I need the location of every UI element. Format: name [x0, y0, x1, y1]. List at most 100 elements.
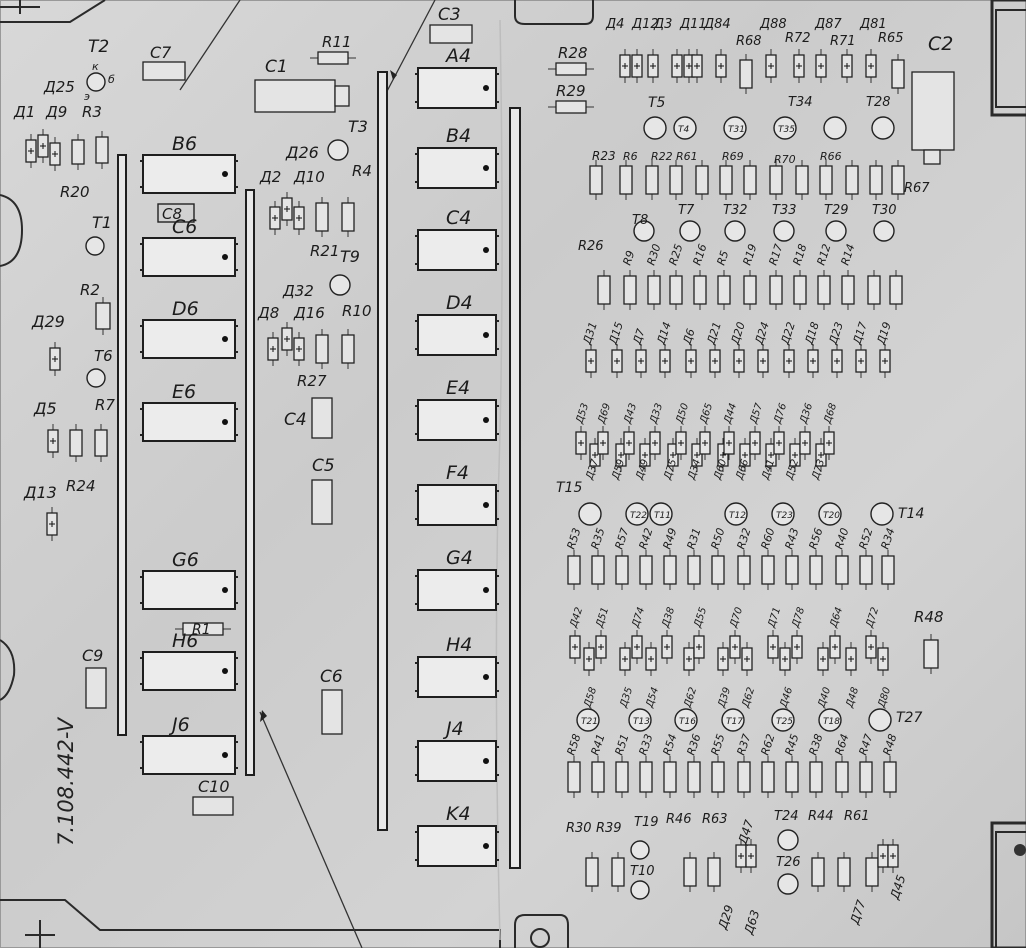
ic-lead [415, 831, 499, 861]
transistor-label: T6 [94, 347, 113, 365]
resistor-body [761, 761, 775, 793]
resistor-label: R40 [832, 526, 851, 551]
connector-strip [509, 107, 521, 869]
ic-lead [140, 657, 238, 685]
chip-label: G6 [172, 549, 199, 571]
diode [877, 642, 889, 676]
diode [741, 642, 753, 676]
polarity-mark [678, 440, 684, 446]
diode-label: Д66 [734, 458, 751, 482]
polarity-mark [284, 336, 290, 342]
resistor-body [785, 555, 799, 585]
polarity-mark [880, 853, 886, 859]
polarity-mark [592, 452, 598, 458]
transistor [628, 708, 652, 732]
ic-lead [415, 153, 499, 183]
capacitor-body [311, 397, 333, 439]
diode-label: Д39 [716, 686, 733, 710]
ic-body [142, 735, 236, 775]
top-tab [514, 0, 594, 25]
resistor [71, 134, 85, 170]
resistor-label: R41 [588, 732, 607, 757]
polarity-mark [52, 356, 58, 362]
diode [789, 438, 801, 472]
resistor-label: R37 [734, 732, 753, 757]
diode-label: Д87 [814, 17, 842, 32]
transistor [674, 708, 698, 732]
resistor-body [711, 761, 725, 793]
resistor-label: R62 [758, 732, 777, 757]
capacitor-cap [334, 85, 350, 107]
resistor [687, 550, 701, 590]
diode-label: Д20 [728, 320, 748, 346]
diode [831, 344, 843, 378]
transistor-label: T17 [726, 717, 743, 727]
resistor [891, 54, 905, 94]
transistor-label: T30 [872, 203, 896, 218]
capacitor-label: C8 [162, 205, 182, 223]
resistor-label: R14 [838, 242, 857, 267]
resistor-body [687, 555, 701, 585]
resistor-label: R20 [60, 183, 90, 201]
resistor [645, 160, 659, 200]
transistor-body [771, 708, 795, 732]
polarity-mark [732, 644, 738, 650]
capacitor-label: C9 [82, 646, 103, 665]
diode [631, 630, 643, 664]
resistor-label: R67 [904, 181, 930, 196]
leader-line [259, 711, 363, 948]
polarity-mark [622, 656, 628, 662]
transistor-label: T4 [678, 125, 689, 135]
diode [691, 438, 703, 472]
edge-connector [990, 0, 1026, 117]
diode-label: Д69 [596, 402, 613, 426]
resistor-label: R56 [806, 526, 825, 551]
transistor [85, 236, 105, 256]
resistor-label: R1 [192, 622, 211, 638]
transistor-label: T14 [898, 506, 924, 522]
polarity-mark [272, 215, 278, 221]
diode [799, 426, 811, 460]
diode [267, 332, 279, 366]
capacitor-label: C3 [438, 5, 461, 25]
resistor [761, 550, 775, 590]
resistor-body [845, 165, 859, 195]
polarity-mark [868, 63, 874, 69]
diode-label: Д34 [686, 458, 703, 482]
resistor [761, 756, 775, 798]
diode [671, 49, 683, 83]
transistor-label: T24 [774, 809, 798, 824]
resistor [693, 270, 707, 310]
diode [807, 344, 819, 378]
pin1-dot [483, 587, 489, 593]
polarity-mark [832, 644, 838, 650]
diode-label: Д19 [874, 320, 894, 346]
capacitor-body [321, 689, 343, 735]
diode [887, 839, 899, 873]
resistor-label: R27 [297, 372, 327, 390]
component-label: к [92, 60, 99, 73]
resistor [869, 160, 883, 200]
diode [281, 192, 293, 226]
resistor [719, 160, 733, 200]
ic-chip [415, 147, 499, 189]
resistor-body [639, 555, 653, 585]
diode [49, 342, 61, 376]
polarity-mark [586, 656, 592, 662]
resistor-label: R46 [666, 812, 692, 827]
capacitor-label: C4 [284, 410, 307, 430]
resistor [548, 100, 594, 114]
resistor [923, 634, 939, 674]
resistor-label: R47 [856, 732, 875, 757]
resistor [739, 54, 753, 94]
resistor [95, 297, 111, 335]
transistor-body [777, 829, 799, 851]
diode [37, 129, 49, 163]
resistor-label: R72 [785, 31, 811, 46]
transistor [578, 502, 602, 526]
pin1-dot [222, 419, 228, 425]
transistor-body [633, 220, 655, 242]
transistor-body [773, 116, 797, 140]
chip-label: C4 [446, 207, 471, 229]
